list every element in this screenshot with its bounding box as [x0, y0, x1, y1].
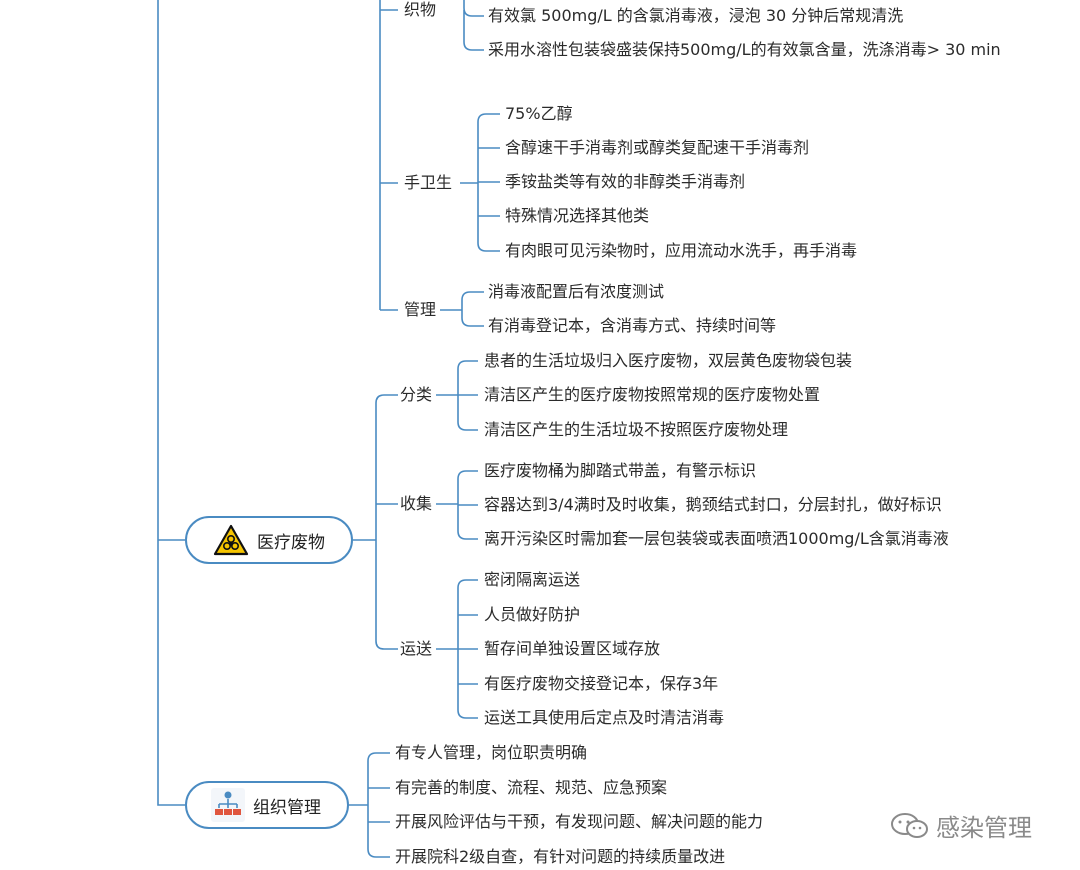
- branch-transport: 运送: [400, 639, 433, 658]
- leaf-org-1: 有专人管理，岗位职责明确: [395, 743, 588, 762]
- leaf-hand-1: 75%乙醇: [505, 104, 573, 123]
- leaf-mgmt-1: 消毒液配置后有浓度测试: [488, 282, 665, 301]
- leaf-org-2: 有完善的制度、流程、规范、应急预案: [395, 778, 668, 797]
- org-chart-icon: [211, 788, 245, 822]
- leaf-mgmt-2: 有消毒登记本，含消毒方式、持续时间等: [488, 316, 777, 335]
- leaf-hand-2: 含醇速干手消毒剂或醇类复配速干手消毒剂: [505, 138, 810, 157]
- branch-collect: 收集: [400, 494, 433, 513]
- leaf-collect-3: 离开污染区时需加套一层包装袋或表面喷洒1000mg/L含氯消毒液: [484, 529, 949, 548]
- leaf-fabric-1: 有效氯 500mg/L 的含氯消毒液，浸泡 30 分钟后常规清洗: [488, 6, 904, 25]
- topic-organization-management-label: 组织管理: [253, 797, 321, 818]
- leaf-hand-3: 季铵盐类等有效的非醇类手消毒剂: [505, 172, 746, 191]
- leaf-collect-1: 医疗废物桶为脚踏式带盖，有警示标识: [484, 461, 757, 480]
- topic-organization-management[interactable]: 组织管理: [185, 781, 349, 829]
- branch-hand-hygiene: 手卫生: [404, 173, 453, 192]
- leaf-classify-1: 患者的生活垃圾归入医疗废物，双层黄色废物袋包装: [484, 351, 853, 370]
- leaf-classify-3: 清洁区产生的生活垃圾不按照医疗废物处理: [484, 420, 789, 439]
- leaf-transport-5: 运送工具使用后定点及时清洁消毒: [484, 708, 725, 727]
- biohazard-warning-icon: [213, 524, 249, 556]
- leaf-transport-3: 暂存间单独设置区域存放: [484, 639, 661, 658]
- leaf-collect-2: 容器达到3/4满时及时收集，鹅颈结式封口，分层封扎，做好标识: [484, 495, 942, 514]
- leaf-classify-2: 清洁区产生的医疗废物按照常规的医疗废物处置: [484, 385, 821, 404]
- leaf-transport-4: 有医疗废物交接登记本，保存3年: [484, 674, 719, 693]
- leaf-hand-4: 特殊情况选择其他类: [505, 206, 650, 225]
- leaf-transport-2: 人员做好防护: [484, 605, 581, 624]
- wechat-icon: [890, 811, 930, 841]
- leaf-org-4: 开展院科2级自查，有针对问题的持续质量改进: [395, 847, 726, 866]
- branch-management: 管理: [404, 300, 437, 319]
- leaf-hand-5: 有肉眼可见污染物时，应用流动水洗手，再手消毒: [505, 241, 858, 260]
- leaf-transport-1: 密闭隔离运送: [484, 570, 581, 589]
- topic-medical-waste-label: 医疗废物: [257, 532, 325, 553]
- topic-medical-waste[interactable]: 医疗废物: [185, 516, 353, 564]
- watermark-text: 感染管理: [936, 814, 1032, 842]
- leaf-org-3: 开展风险评估与干预，有发现问题、解决问题的能力: [395, 812, 764, 831]
- leaf-fabric-2: 采用水溶性包装袋盛装保持500mg/L的有效氯含量，洗涤消毒> 30 min: [488, 40, 1001, 59]
- branch-fabric: 织物: [404, 0, 437, 19]
- watermark: 感染管理: [890, 808, 1032, 843]
- branch-classify: 分类: [400, 385, 433, 404]
